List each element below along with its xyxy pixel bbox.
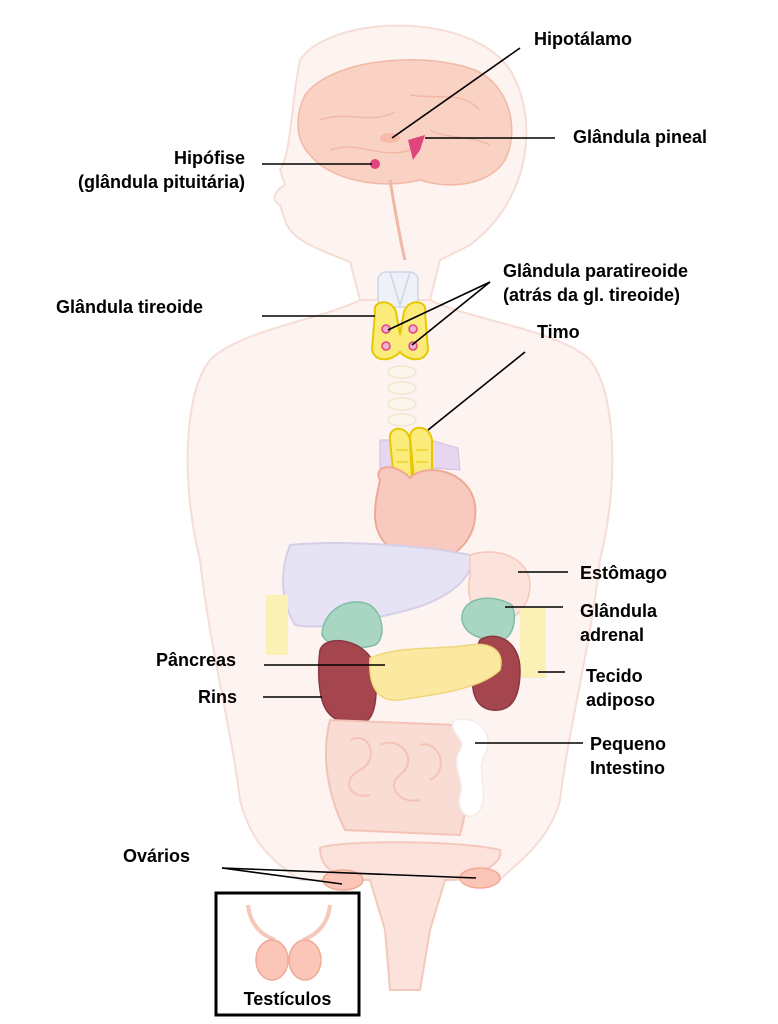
leader-lines xyxy=(221,47,583,885)
pancreas xyxy=(369,643,502,701)
adipose-tissue-right xyxy=(520,608,546,678)
label-adrenal-gland: Glândula adrenal xyxy=(580,601,658,645)
label-ovaries: Ovários xyxy=(123,846,191,866)
testicles-illustration xyxy=(246,904,332,981)
label-pineal-gland: Glândula pineal xyxy=(573,127,708,147)
label-thyroid-gland: Glândula tireoide xyxy=(56,297,204,317)
label-stomach: Estômago xyxy=(580,563,668,583)
label-kidneys: Rins xyxy=(198,687,238,707)
adipose-tissue-left xyxy=(266,595,288,655)
leader-ovaries-1 xyxy=(221,867,343,885)
label-adipose-tissue: Tecido adiposo xyxy=(586,666,656,710)
trachea-rings xyxy=(387,365,417,427)
pineal-gland xyxy=(408,135,425,160)
label-pituitary: Hipófise (glândula pituitária) xyxy=(77,148,245,192)
leader-thymus xyxy=(427,351,526,431)
label-small-intestine: Pequeno Intestino xyxy=(590,734,667,778)
leader-ovaries-2 xyxy=(221,867,477,879)
ovary-left xyxy=(322,869,364,891)
leader-parathyroid-2 xyxy=(411,281,491,346)
heart xyxy=(373,466,477,564)
adrenal-gland-right xyxy=(461,597,516,641)
label-pancreas: Pâncreas xyxy=(156,650,237,670)
kidney-left xyxy=(317,640,377,725)
label-parathyroid-gland: Glândula paratireoide (atrás da gl. tire… xyxy=(503,261,689,305)
label-thymus: Timo xyxy=(537,322,580,342)
label-testicles: Testículos xyxy=(243,989,332,1009)
intestines xyxy=(324,718,468,837)
leader-hypothalamus xyxy=(391,47,521,139)
label-hypothalamus: Hipotálamo xyxy=(534,29,633,49)
trachea xyxy=(377,271,419,308)
leader-parathyroid-1 xyxy=(387,281,491,331)
thyroid-gland xyxy=(370,301,430,361)
pituitary-gland xyxy=(370,159,380,169)
